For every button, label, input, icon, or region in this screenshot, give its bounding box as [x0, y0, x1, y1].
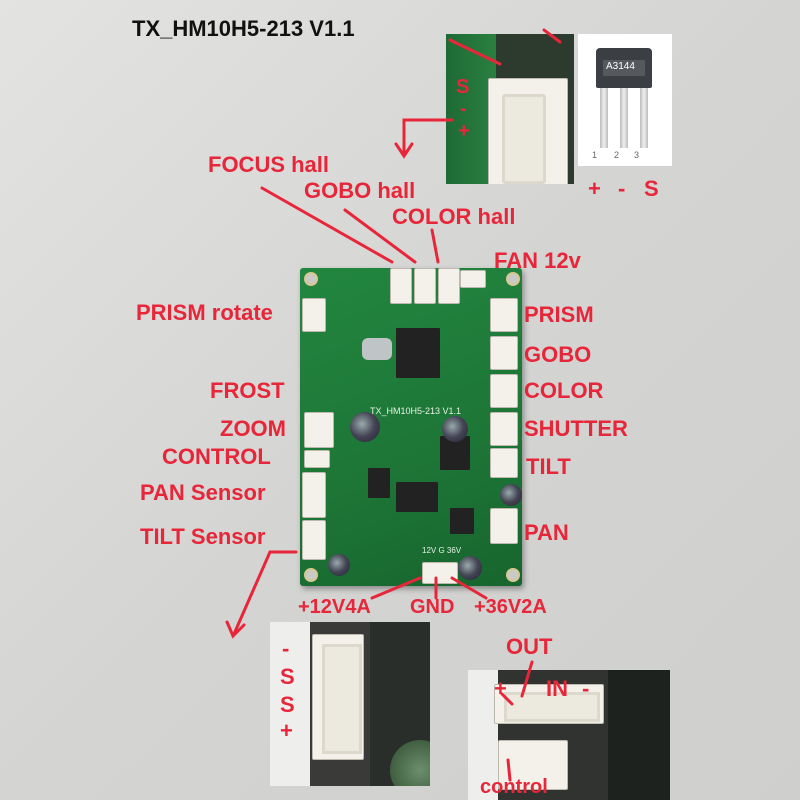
pan-label: PAN — [524, 520, 569, 545]
tilt-label: TILT — [526, 454, 571, 479]
power-12v-label: +12V4A — [298, 596, 371, 618]
in-label: IN — [546, 676, 568, 701]
control-bottom-label: control — [480, 776, 548, 798]
prism-rotate-label: PRISM rotate — [136, 300, 273, 325]
top-inset-minus-label: - — [460, 98, 467, 120]
tilt-sensor-label: TILT Sensor — [140, 524, 266, 549]
gobo-hall-label: GOBO hall — [304, 178, 416, 203]
control-label: CONTROL — [162, 444, 271, 469]
bottom-left-inset — [270, 622, 430, 786]
board-silkscreen: TX_HM10H5-213 V1.1 — [370, 406, 462, 416]
power-36v-label: +36V2A — [474, 596, 547, 618]
in-minus-label: - — [582, 676, 590, 701]
pan-sensor-label: PAN Sensor — [140, 480, 266, 505]
frost-label: FROST — [210, 378, 285, 403]
bottom-left-minus-label: - — [282, 636, 290, 661]
a3144-diagram: A3144 1 2 3 — [578, 34, 672, 166]
color-label: COLOR — [524, 378, 604, 403]
main-pcb: TX_HM10H5-213 V1.1 12V G 36V — [300, 268, 522, 586]
out-label: OUT — [506, 634, 553, 659]
board-title: TX_HM10H5-213 V1.1 — [132, 16, 355, 41]
sensor-s-label: S — [644, 176, 659, 201]
zoom-label: ZOOM — [220, 416, 286, 441]
color-hall-label: COLOR hall — [392, 204, 516, 229]
top-connector-inset — [446, 34, 574, 184]
top-inset-s-label: S — [456, 76, 470, 98]
focus-hall-label: FOCUS hall — [208, 152, 330, 177]
power-silkscreen: 12V G 36V — [422, 546, 462, 555]
gnd-label: GND — [410, 596, 455, 618]
top-inset-plus-label: + — [458, 120, 470, 142]
bottom-left-plus-label: + — [280, 718, 293, 743]
sensor-pin-3: 3 — [634, 150, 640, 160]
sensor-pin-1: 1 — [592, 150, 598, 160]
prism-label: PRISM — [524, 302, 594, 327]
bottom-right-inset — [468, 670, 670, 800]
shutter-label: SHUTTER — [524, 416, 628, 441]
fan-label: FAN 12v — [494, 248, 581, 273]
sensor-plus-label: + — [588, 176, 601, 201]
sensor-pin-2: 2 — [614, 150, 620, 160]
sensor-part-label: A3144 — [606, 61, 635, 72]
bottom-left-s2-label: S — [280, 692, 295, 717]
sensor-minus-label: - — [618, 176, 626, 201]
gobo-label: GOBO — [524, 342, 592, 367]
bottom-left-s1-label: S — [280, 664, 295, 689]
